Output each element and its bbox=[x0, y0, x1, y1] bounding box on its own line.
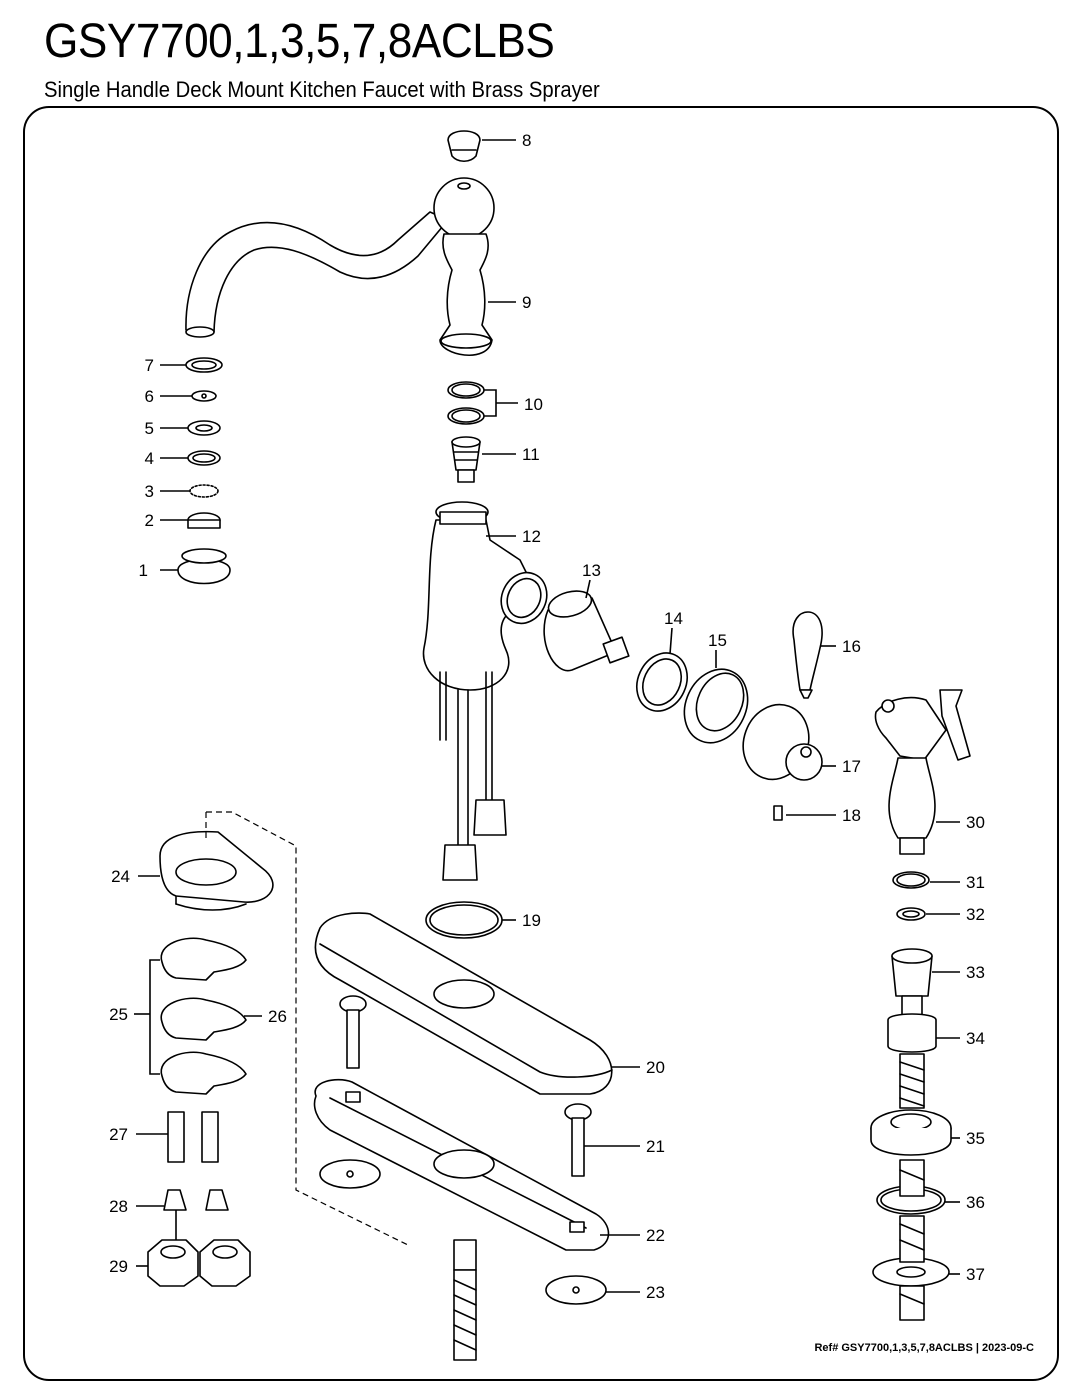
part-label-28: 28 bbox=[109, 1197, 128, 1216]
part-25-drawing bbox=[160, 937, 247, 1095]
part-label-26: 26 bbox=[268, 1007, 287, 1026]
part-label-33: 33 bbox=[966, 963, 985, 982]
part-label-16: 16 bbox=[842, 637, 861, 656]
leader-lines bbox=[136, 139, 960, 1293]
part-29-drawing bbox=[147, 1239, 251, 1287]
part-label-20: 20 bbox=[646, 1058, 665, 1077]
part-label-2: 2 bbox=[145, 511, 154, 530]
part-label-5: 5 bbox=[145, 419, 154, 438]
part-label-13: 13 bbox=[582, 561, 601, 580]
product-description: Single Handle Deck Mount Kitchen Faucet … bbox=[44, 77, 600, 102]
part-label-24: 24 bbox=[111, 867, 130, 886]
part-31-32-drawing bbox=[892, 871, 930, 921]
part-label-4: 4 bbox=[145, 449, 154, 468]
part-label-7: 7 bbox=[145, 356, 154, 375]
part-label-30: 30 bbox=[966, 813, 985, 832]
part-label-32: 32 bbox=[966, 905, 985, 924]
part-10-drawing bbox=[447, 381, 485, 425]
drawing-frame bbox=[23, 106, 1059, 1381]
part-label-9: 9 bbox=[522, 293, 531, 312]
part-label-23: 23 bbox=[646, 1283, 665, 1302]
part-23-drawing bbox=[319, 1159, 607, 1305]
part-8-drawing bbox=[447, 130, 481, 163]
model-title: GSY7700,1,3,5,7,8ACLBS bbox=[44, 15, 555, 68]
part-19-drawing bbox=[425, 901, 503, 939]
part-label-11: 11 bbox=[522, 445, 540, 464]
part-20-drawing bbox=[314, 912, 613, 1095]
part-24-drawing bbox=[159, 830, 274, 911]
part-label-31: 31 bbox=[966, 873, 985, 892]
part-15-drawing bbox=[683, 668, 749, 744]
part-label-22: 22 bbox=[646, 1226, 665, 1245]
part-label-14: 14 bbox=[664, 609, 683, 628]
part-label-17: 17 bbox=[842, 757, 861, 776]
part-16-drawing bbox=[792, 611, 823, 699]
part-21-drawing bbox=[339, 995, 592, 1177]
part-9-drawing bbox=[433, 177, 495, 356]
part-35-37-drawing bbox=[870, 1109, 952, 1321]
part-label-37: 37 bbox=[966, 1265, 985, 1284]
aerator-parts-drawing bbox=[177, 357, 231, 585]
part-12-drawing bbox=[422, 501, 548, 881]
part-label-27: 27 bbox=[109, 1125, 128, 1144]
part-label-12: 12 bbox=[522, 527, 541, 546]
part-label-25: 25 bbox=[109, 1005, 128, 1024]
group-brackets bbox=[134, 389, 518, 1075]
part-label-34: 34 bbox=[966, 1029, 985, 1048]
part-label-3: 3 bbox=[145, 482, 154, 501]
part-30-drawing bbox=[874, 689, 971, 855]
part-label-19: 19 bbox=[522, 911, 541, 930]
part-label-15: 15 bbox=[708, 631, 727, 650]
bracket-assembly-outline bbox=[205, 811, 411, 1247]
part-label-29: 29 bbox=[109, 1257, 128, 1276]
part-17-drawing bbox=[742, 703, 823, 781]
part-27-drawing bbox=[167, 1111, 219, 1163]
supply-hose-drawing bbox=[453, 1239, 477, 1361]
part-label-1: 1 bbox=[139, 561, 148, 580]
part-label-10: 10 bbox=[524, 395, 543, 414]
part-14-drawing bbox=[636, 652, 688, 712]
part-label-18: 18 bbox=[842, 806, 861, 825]
part-label-21: 21 bbox=[646, 1137, 665, 1156]
part-33-34-drawing bbox=[887, 948, 937, 1109]
part-18-drawing bbox=[773, 805, 783, 821]
part-28-drawing bbox=[163, 1189, 229, 1211]
part-11-drawing bbox=[451, 436, 481, 483]
part-label-35: 35 bbox=[966, 1129, 985, 1148]
spout-drawing bbox=[185, 211, 449, 338]
part-22-drawing bbox=[313, 1078, 610, 1251]
part-label-8: 8 bbox=[522, 131, 531, 150]
reference-number: Ref# GSY7700,1,3,5,7,8ACLBS | 2023-09-C bbox=[814, 1342, 1034, 1354]
part-13-drawing bbox=[543, 590, 630, 672]
part-label-36: 36 bbox=[966, 1193, 985, 1212]
part-label-6: 6 bbox=[145, 387, 154, 406]
